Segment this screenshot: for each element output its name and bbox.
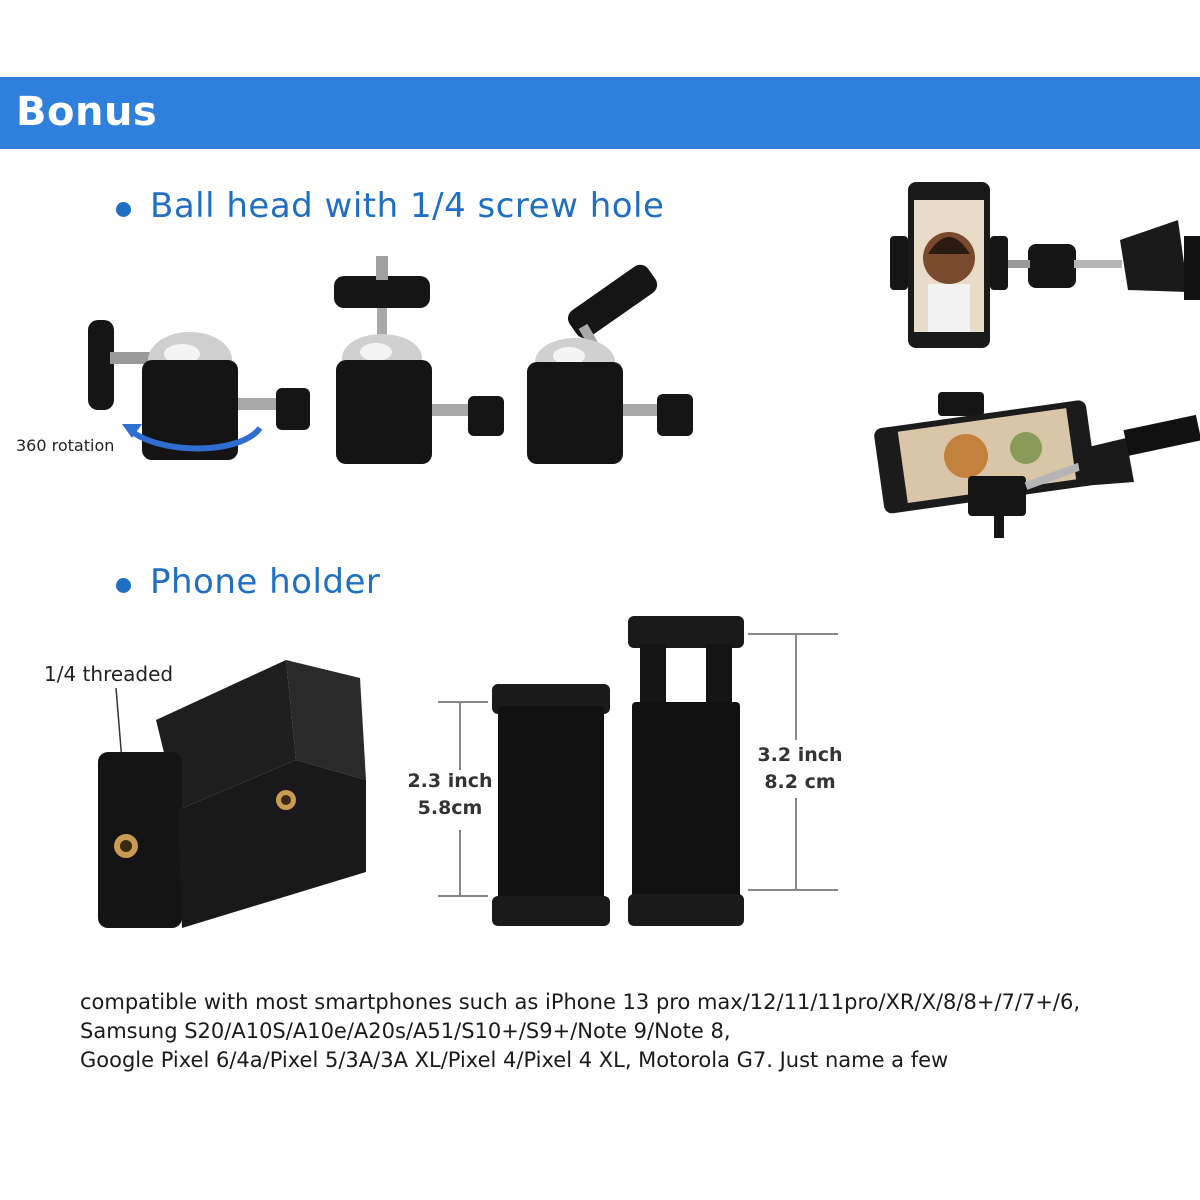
ball-head-tilted-image (88, 320, 310, 460)
rotation-arrow-icon (128, 425, 263, 452)
banner-title: Bonus (16, 89, 158, 135)
bullet-icon (116, 578, 131, 593)
dimension-arrow-icon (438, 701, 488, 897)
ball-head-angled-image (527, 264, 693, 464)
extended-inch-label: 3.2 inch (757, 744, 843, 766)
thread-label: 1/4 threaded (44, 662, 174, 686)
extended-dimension-label: 3.2 inch 8.2 cm (748, 742, 852, 796)
phone-holder-clamp-image (98, 660, 366, 928)
rotation-label: 360 rotation (16, 436, 115, 455)
compatibility-text: compatible with most smartphones such as… (80, 988, 1180, 1075)
compatibility-line: compatible with most smartphones such as… (80, 990, 1081, 1014)
section-banner: Bonus (0, 77, 1200, 149)
closed-dimension-label: 2.3 inch 5.8cm (400, 768, 500, 822)
extended-cm-label: 8.2 cm (764, 771, 836, 793)
bullet-icon (116, 202, 131, 217)
ball-head-title: Ball head with 1/4 screw hole (150, 186, 665, 226)
phone-portrait-mount-image (890, 182, 1200, 348)
phone-holder-title: Phone holder (150, 562, 381, 602)
compatibility-line: Samsung S20/A10S/A10e/A20s/A51/S10+/S9+/… (80, 1019, 731, 1043)
closed-cm-label: 5.8cm (417, 797, 483, 819)
dimension-arrow-icon (748, 633, 838, 891)
compatibility-line: Google Pixel 6/4a/Pixel 5/3A/3A XL/Pixel… (80, 1048, 949, 1072)
phone-landscape-mount-image (874, 392, 1200, 538)
ball-head-upright-image (334, 256, 504, 464)
phone-holder-closed-image (492, 684, 610, 926)
closed-inch-label: 2.3 inch (407, 770, 493, 792)
phone-holder-extended-image (628, 616, 744, 926)
